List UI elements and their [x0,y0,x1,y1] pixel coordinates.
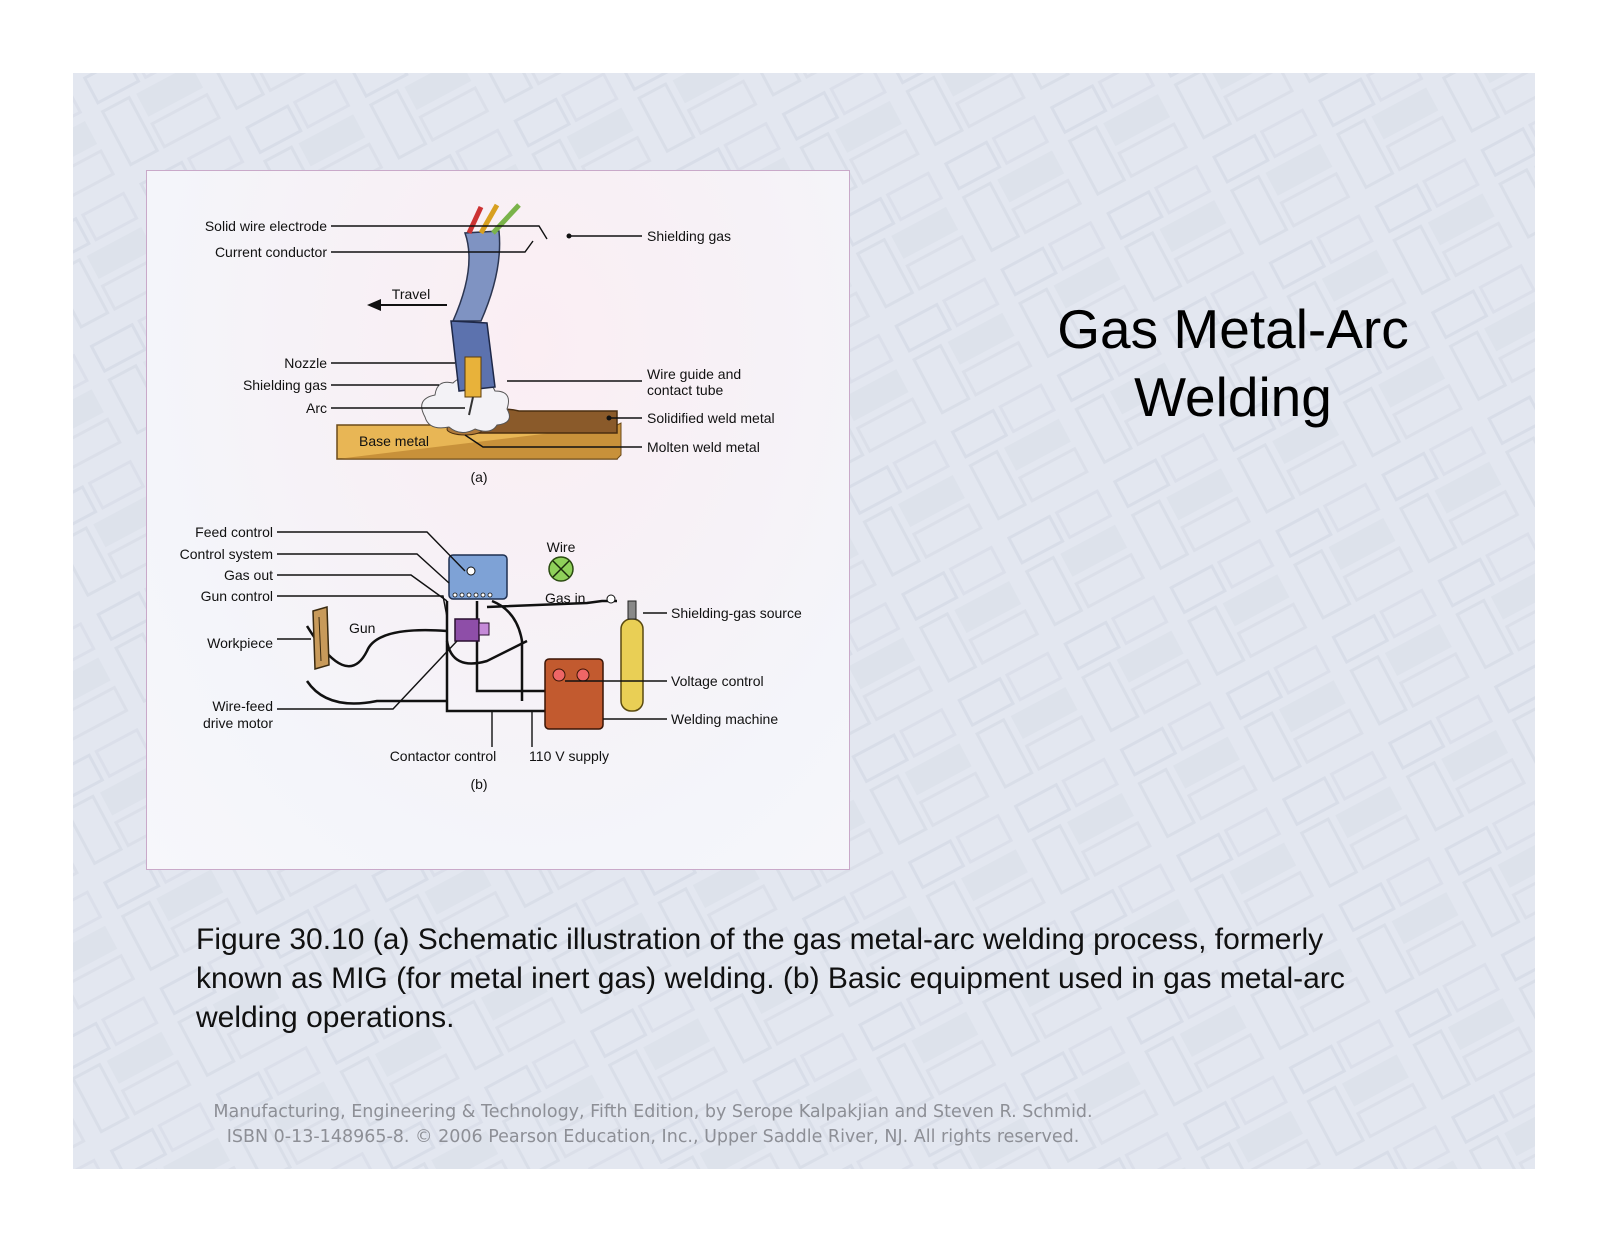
panel-b-label: (b) [470,776,487,792]
label-contactor-control: Contactor control [390,748,497,764]
label-solidified-weld-metal: Solidified weld metal [647,410,775,426]
label-molten-weld-metal: Molten weld metal [647,439,760,455]
label-travel: Travel [392,286,430,302]
slide-title: Gas Metal-Arc Welding [1003,295,1463,431]
welding-machine [544,658,604,730]
label-shielding-gas-left: Shielding gas [243,377,327,393]
control-box [448,554,508,600]
gas-cylinder [620,618,644,712]
label-solid-wire-electrode: Solid wire electrode [205,218,327,234]
welding-torch [451,230,501,322]
slide-title-line-1: Gas Metal-Arc [1057,298,1409,360]
credit-line-2: ISBN 0-13-148965-8. © 2006 Pearson Educa… [226,1127,1080,1147]
label-gas-out: Gas out [224,567,273,583]
figure-image: Solid wire electrode Current conductor T… [146,170,850,870]
credits: Manufacturing, Engineering & Technology,… [73,1100,1233,1150]
label-110v-supply: 110 V supply [529,748,609,764]
label-workpiece: Workpiece [207,635,273,651]
label-voltage-control: Voltage control [671,673,764,689]
label-gun-control: Gun control [201,588,273,604]
workpiece [312,606,330,670]
label-control-system: Control system [180,546,273,562]
label-nozzle: Nozzle [284,355,327,371]
label-gun: Gun [349,620,375,636]
nozzle [450,320,496,392]
label-feed-control: Feed control [195,524,273,540]
label-arc: Arc [306,400,327,416]
label-wire-feed-2: drive motor [203,715,273,731]
label-shielding-gas-source: Shielding-gas source [671,605,802,621]
label-base-metal: Base metal [359,433,429,449]
label-wire-guide-1: Wire guide and [647,366,741,382]
label-shielding-gas-right: Shielding gas [647,228,731,244]
label-wire-guide-2: contact tube [647,382,723,398]
panel-a-diagram: Solid wire electrode Current conductor T… [205,203,775,485]
label-wire-feed-1: Wire-feed [212,698,273,714]
figure-caption: Figure 30.10 (a) Schematic illustration … [196,923,1345,1034]
label-current-conductor: Current conductor [215,244,327,260]
panel-a-label: (a) [470,469,487,485]
panel-b-diagram: Feed control Control system Gas out Gun … [180,524,802,792]
label-wire: Wire [547,539,576,555]
credit-line-1: Manufacturing, Engineering & Technology,… [213,1102,1093,1122]
shielding-gas-cloud [421,377,510,433]
slide: Solid wire electrode Current conductor T… [73,73,1535,1169]
welding-gun [454,618,480,642]
slide-title-line-2: Welding [1134,366,1332,428]
label-welding-machine: Welding machine [671,711,778,727]
label-gas-in: Gas in [545,590,585,606]
